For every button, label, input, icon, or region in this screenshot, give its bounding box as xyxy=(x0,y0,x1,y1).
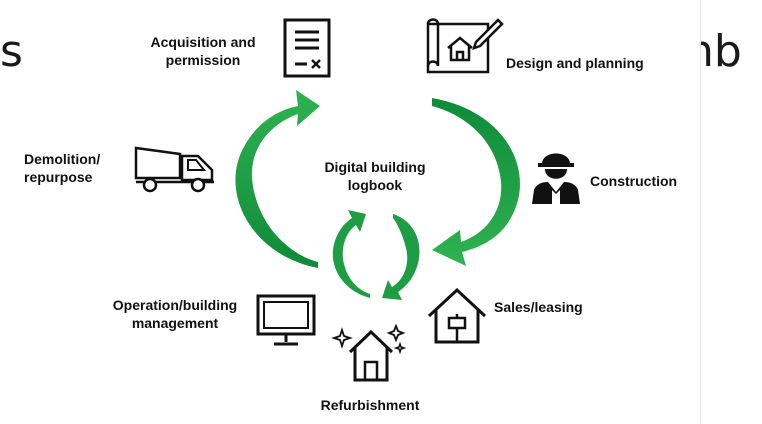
construction-worker-icon xyxy=(532,153,580,204)
arrow-left-cycle xyxy=(235,90,320,268)
center-label-line2: logbook xyxy=(347,177,403,193)
sparkling-house-icon xyxy=(331,323,407,382)
arrow-inner-right xyxy=(382,214,420,300)
stage-label-refurbishment: Refurbishment xyxy=(320,397,420,413)
center-label-line1: Digital building xyxy=(324,159,426,175)
diagram-panel xyxy=(22,0,701,424)
stage-label-acquisition: Acquisition and permission xyxy=(138,33,268,69)
stage-label-line2: permission xyxy=(165,52,241,68)
arrow-right-cycle xyxy=(432,98,520,266)
stage-label-demolition: Demolition/ repurpose xyxy=(24,150,100,186)
arrow-inner-left xyxy=(332,210,370,298)
dump-truck-icon xyxy=(134,146,214,193)
background-text-left: s xyxy=(0,26,23,77)
center-label: Digital building logbook xyxy=(300,158,450,194)
stage-label-sales: Sales/leasing xyxy=(494,299,583,315)
stage-label-design: Design and planning xyxy=(506,55,644,71)
stage-label-line2: management xyxy=(131,315,219,331)
blueprint-icon xyxy=(426,18,504,74)
stage-label-construction: Construction xyxy=(590,173,678,189)
stage-label-line1: Operation/building xyxy=(112,297,238,313)
house-for-sale-icon xyxy=(427,287,487,344)
monitor-icon xyxy=(256,294,316,346)
stage-label-line1: Demolition/ xyxy=(24,151,101,167)
document-icon xyxy=(283,18,331,78)
stage-label-line1: Acquisition and xyxy=(150,34,256,50)
stage-label-line2: repurpose xyxy=(24,169,93,185)
stage-label-operation: Operation/building management xyxy=(100,296,250,332)
